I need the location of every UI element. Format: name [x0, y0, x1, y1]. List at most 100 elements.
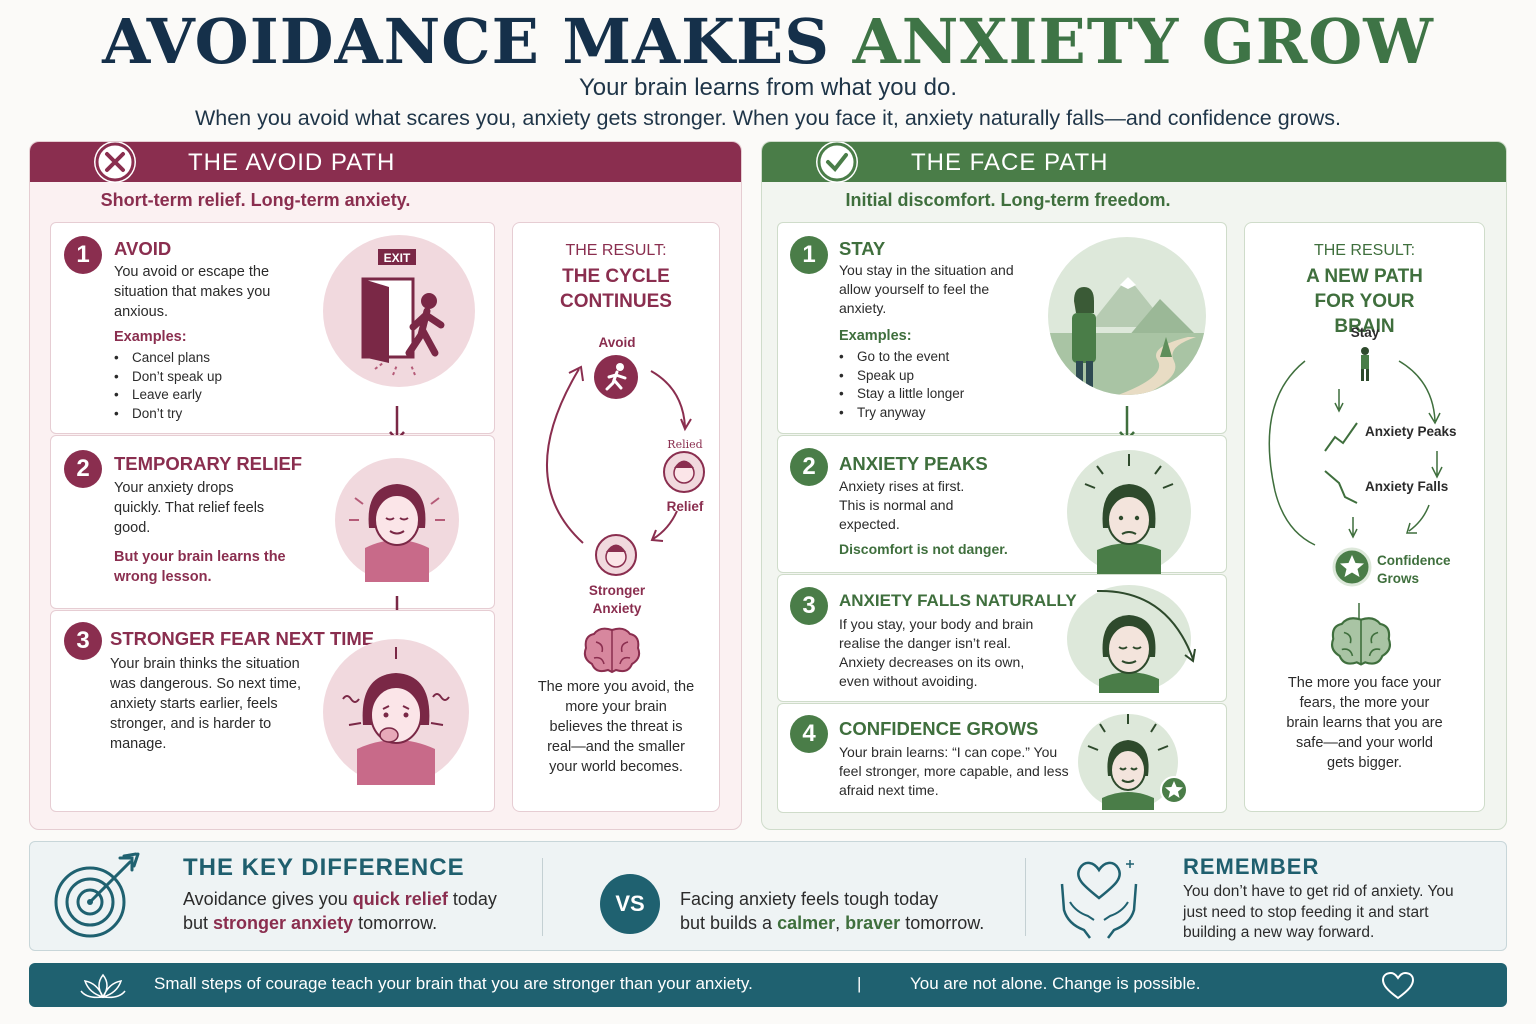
cycle-label-confidence-grows: Confidence Grows [1377, 553, 1451, 586]
cycle-label-avoid: Avoid [598, 335, 636, 350]
subtitle-primary: Your brain learns from what you do. [579, 74, 957, 101]
x-circle-icon [94, 142, 136, 183]
title-part-anxiety: ANXIETY GROW [852, 5, 1434, 78]
step-number: 1 [790, 236, 828, 274]
footer-courage-message: Small steps of courage teach your brain … [154, 974, 753, 993]
result-label: THE RESULT: [1313, 242, 1416, 259]
divider [1025, 858, 1026, 936]
braver-text: braver [845, 913, 901, 933]
title-part-avoidance: AVOIDANCE MAKES [102, 5, 831, 78]
brain-icon [583, 627, 641, 674]
divider [542, 858, 543, 936]
stronger-anxiety-text: stronger anxiety [213, 913, 354, 933]
list-item: Don’t try [114, 405, 222, 424]
cycle-label-stay: Stay [1350, 325, 1380, 340]
step-text: You avoid or escape the situation that m… [114, 264, 271, 320]
relieved-face-illustration [335, 458, 459, 582]
hands-heart-icon [1060, 860, 1138, 939]
examples-label: Examples: [839, 328, 912, 344]
cycle-label-relief: Relief [666, 499, 704, 514]
key-difference-bar: THE KEY DIFFERENCE Avoidance gives you q… [29, 841, 1507, 951]
wrong-lesson-text: But your brain learns the wrong lesson. [114, 549, 286, 585]
cycle-label-anxiety-peaks: Anxiety Peaks [1365, 424, 1457, 439]
exit-door-illustration: EXIT [323, 235, 475, 387]
summary-text: , [835, 913, 846, 933]
anxious-face-illustration [323, 639, 469, 785]
avoid-panel-title: THE AVOID PATH [188, 149, 396, 176]
list-item: Don’t speak up [114, 368, 222, 387]
lotus-icon [80, 973, 126, 999]
examples-label: Examples: [114, 329, 187, 345]
cycle-diagram [546, 355, 705, 576]
step-title: AVOID [114, 238, 172, 259]
step-title: ANXIETY FALLS NATURALLY [839, 591, 1077, 610]
discomfort-note: Discomfort is not danger. [839, 541, 1008, 557]
footer-banner: Small steps of courage teach your brain … [29, 963, 1507, 1007]
exit-sign-text: EXIT [384, 251, 411, 265]
quick-relief-text: quick relief [352, 889, 448, 909]
avoid-result-card: THE RESULT: THE CYCLE CONTINUES Avoid Re… [512, 222, 720, 812]
result-label: THE RESULT: [565, 242, 667, 259]
summary-text: but builds a [680, 913, 778, 933]
list-item: Try anyway [839, 404, 964, 423]
step-text: Your brain learns: “I can cope.” You fee… [839, 744, 1069, 798]
face-result-card: THE RESULT: A NEW PATH FOR YOUR BRAIN St… [1244, 222, 1485, 812]
step-text: Your anxiety drops quickly. That relief … [114, 480, 265, 536]
result-text: The more you face your fears, the more y… [1286, 675, 1443, 771]
face-path-panel: THE FACE PATH Initial discomfort. Long-t… [761, 141, 1507, 830]
list-item: Speak up [839, 367, 964, 386]
cycle-label-stronger-anxiety: Stronger Anxiety [588, 583, 646, 616]
step-number: 3 [64, 622, 102, 660]
avoid-step-3-card: 3 STRONGER FEAR NEXT TIME Your brain thi… [50, 610, 495, 812]
step-number: 4 [790, 715, 828, 753]
step-title: STRONGER FEAR NEXT TIME [110, 628, 375, 649]
avoid-panel-header: THE AVOID PATH [30, 142, 741, 183]
avoid-step-2-card: 2 TEMPORARY RELIEF Your anxiety drops qu… [50, 435, 495, 609]
heart-icon [1381, 971, 1415, 1000]
facing-summary: Facing anxiety feels tough today but bui… [680, 887, 1020, 935]
step-text: You stay in the situation and allow your… [839, 262, 1014, 316]
key-difference-title: THE KEY DIFFERENCE [183, 854, 465, 881]
footer-separator: | [857, 974, 862, 993]
step-title: ANXIETY PEAKS [839, 453, 988, 474]
check-circle-icon [816, 142, 858, 183]
calming-face-illustration [1067, 585, 1196, 693]
face-step-4-card: 4 CONFIDENCE GROWS Your brain learns: “I… [777, 703, 1227, 813]
face-panel-title: THE FACE PATH [911, 149, 1109, 176]
examples-list: Cancel plans Don’t speak up Leave early … [114, 349, 222, 423]
remember-text: You don’t have to get rid of anxiety. Yo… [1183, 883, 1454, 941]
step-title: TEMPORARY RELIEF [114, 453, 303, 474]
step-number: 3 [790, 587, 828, 625]
result-title: A NEW PATH FOR YOUR BRAIN [1306, 266, 1423, 337]
list-item: Stay a little longer [839, 385, 964, 404]
summary-text: tomorrow. [900, 913, 985, 933]
summary-text: Avoidance gives you [183, 889, 353, 909]
examples-list: Go to the event Speak up Stay a little l… [839, 348, 964, 422]
avoid-path-panel: THE AVOID PATH Short-term relief. Long-t… [29, 141, 742, 830]
cycle-label-anxiety-falls: Anxiety Falls [1365, 479, 1449, 494]
summary-text: today [447, 889, 497, 909]
list-item: Leave early [114, 386, 222, 405]
step-number: 1 [64, 236, 102, 274]
brain-icon [1331, 617, 1391, 666]
avoid-step-1-card: 1 AVOID You avoid or escape the situatio… [50, 222, 495, 434]
worried-face-illustration [1067, 450, 1191, 574]
step-text: Your brain thinks the situation was dang… [110, 656, 302, 752]
result-title: THE CYCLE CONTINUES [560, 266, 672, 312]
face-tagline: Initial discomfort. Long-term freedom. [845, 190, 1171, 210]
mountain-path-illustration [1048, 237, 1206, 395]
remember-title: REMEMBER [1183, 854, 1320, 879]
result-text: The more you avoid, the more your brain … [537, 679, 695, 775]
step-title: CONFIDENCE GROWS [839, 718, 1039, 739]
calmer-text: calmer [777, 913, 836, 933]
avoid-tagline: Short-term relief. Long-term anxiety. [100, 190, 411, 210]
cycle-label-relief-small: Relied [667, 438, 703, 451]
target-icon [54, 852, 140, 938]
growth-path-diagram [1268, 347, 1443, 629]
face-step-1-card: 1 STAY You stay in the situation and all… [777, 222, 1227, 434]
subtitle-secondary: When you avoid what scares you, anxiety … [194, 106, 1342, 130]
summary-text: tomorrow. [353, 913, 438, 933]
list-item: Cancel plans [114, 349, 222, 368]
step-number: 2 [64, 450, 102, 488]
step-text: If you stay, your body and brain realise… [839, 616, 1034, 689]
